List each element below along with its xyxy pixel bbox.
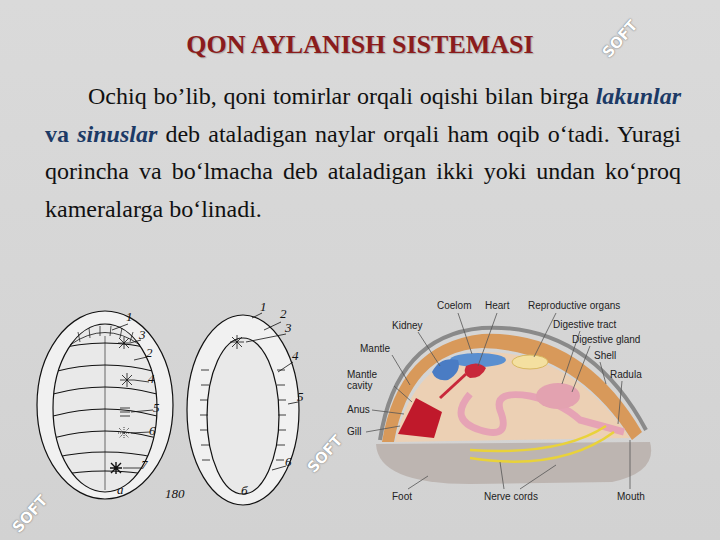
callout-number: 2 [280, 306, 287, 322]
drawing-stroke [278, 362, 293, 372]
body-paragraph: Ochiq bo’lib, qoni tomirlar orqali oqish… [45, 78, 681, 228]
drawing-stroke [392, 355, 410, 385]
drawing-stroke [618, 381, 622, 424]
drawing-stroke [288, 402, 298, 404]
chiton-figure-b [187, 313, 299, 505]
callout-number: 1 [260, 299, 267, 315]
callout-number: 3 [285, 320, 292, 336]
part-label: Nerve cords [484, 491, 538, 502]
part-label: Gill [347, 426, 361, 437]
drawing-stroke [520, 465, 556, 489]
drawing-stroke [131, 432, 150, 433]
callout-number: 6 [149, 423, 156, 439]
part-label: Anus [347, 404, 370, 415]
part-label: Mantle [360, 343, 390, 354]
drawing-stroke [408, 476, 428, 489]
body-text: Ochiq bo’lib, qoni tomirlar orqali oqish… [88, 83, 589, 109]
part-label: Mantle cavity [347, 369, 393, 391]
watermark: SOFT [599, 17, 642, 62]
figure-letter: б [241, 483, 248, 499]
callout-number: 3 [139, 327, 146, 343]
drawing-stroke [465, 363, 486, 378]
drawing-stroke [458, 313, 472, 354]
part-label: Shell [594, 350, 616, 361]
drawing-stroke [37, 311, 173, 499]
drawing-stroke [500, 462, 504, 489]
drawing-stroke [134, 357, 147, 360]
callout-number: 2 [146, 345, 153, 361]
drawing-stroke [53, 324, 157, 492]
callout-number: 4 [292, 348, 299, 364]
part-label: Coelom [437, 300, 471, 311]
emphasis-text: sinuslar [77, 121, 157, 147]
watermark: SOFT [304, 432, 347, 477]
drawing-stroke [134, 380, 149, 382]
drawing-stroke [440, 374, 466, 398]
drawing-stroke [534, 313, 556, 357]
drawing-stroke [120, 408, 130, 416]
drawing-stroke [376, 442, 651, 484]
drawing-stroke [394, 386, 412, 402]
drawing-stroke [110, 462, 122, 474]
drawing-stroke [630, 440, 631, 489]
drawing-stroke [200, 370, 286, 460]
drawing-stroke [53, 336, 157, 490]
part-label: Digestive gland [572, 334, 640, 345]
drawing-stroke [398, 398, 442, 438]
drawing-stroke [112, 324, 128, 330]
drawing-stroke [78, 326, 133, 342]
drawing-stroke [207, 338, 279, 494]
part-label: Radula [610, 369, 642, 380]
drawing-stroke [187, 315, 299, 505]
drawing-stroke [572, 346, 590, 392]
drawing-stroke [536, 383, 580, 409]
drawing-stroke [123, 468, 142, 469]
drawing-stroke [246, 334, 286, 342]
part-label: Digestive tract [553, 319, 616, 330]
callout-number: 6 [285, 454, 292, 470]
drawing-stroke [264, 322, 281, 330]
figure-letter: a [117, 482, 124, 498]
drawing-stroke [512, 355, 548, 369]
part-label: Reproductive organs [528, 300, 620, 311]
drawing-stroke [372, 410, 404, 414]
drawing-stroke [600, 362, 606, 384]
drawing-stroke [418, 332, 440, 366]
drawing-stroke [366, 426, 400, 432]
part-label: Heart [485, 300, 509, 311]
drawing-stroke [432, 359, 459, 380]
callout-number: 5 [297, 389, 304, 405]
drawing-stroke [118, 337, 130, 349]
callout-number: 4 [148, 371, 155, 387]
watermark: SOFT [9, 492, 52, 537]
drawing-stroke [470, 432, 614, 462]
callout-number: 1 [126, 309, 133, 325]
drawing-stroke [230, 335, 244, 349]
emphasis-text: va [45, 121, 69, 147]
callout-number: 7 [141, 457, 148, 473]
drawing-stroke [118, 427, 130, 439]
callout-number: 5 [153, 400, 160, 416]
part-label: Mouth [617, 491, 645, 502]
figure-number: 180 [165, 486, 185, 502]
drawing-stroke [478, 313, 497, 366]
drawing-stroke [131, 410, 153, 412]
drawing-stroke [120, 373, 134, 387]
drawing-stroke [105, 336, 106, 490]
drawing-stroke [272, 466, 286, 470]
chiton-figure-a [37, 311, 173, 499]
mollusc-anatomy [366, 313, 651, 489]
drawing-stroke [112, 324, 153, 468]
drawing-stroke [395, 352, 630, 442]
part-label: Foot [392, 491, 412, 502]
part-label: Kidney [392, 320, 423, 331]
drawing-stroke [246, 313, 298, 470]
emphasis-text: lakunlar [596, 83, 681, 109]
